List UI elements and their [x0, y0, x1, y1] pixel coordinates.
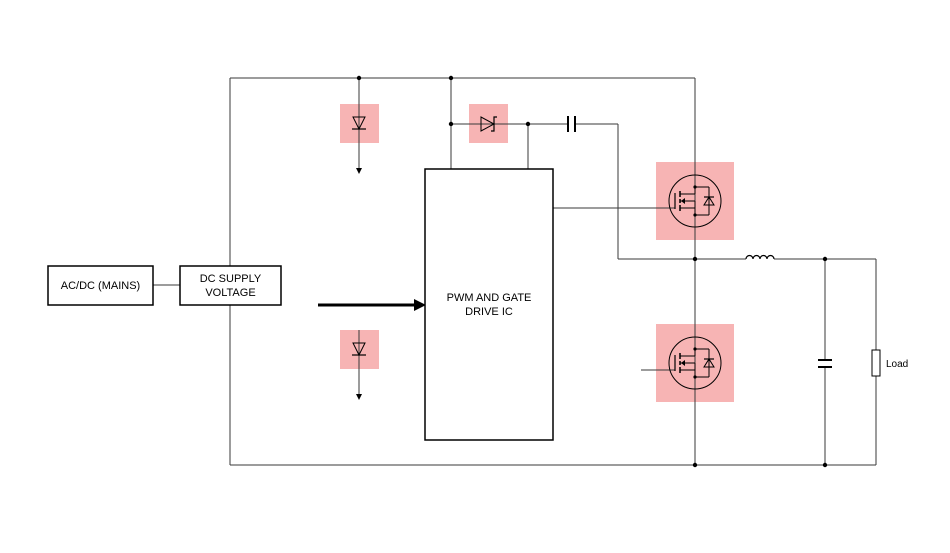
junction-dots	[356, 75, 828, 468]
pwm-ic-label-line1: PWM AND GATE	[447, 292, 532, 304]
inductor-icon	[745, 254, 775, 260]
dc-supply-label-line2: VOLTAGE	[205, 287, 255, 299]
mains-block: AC/DC (MAINS)	[47, 265, 154, 306]
mosfet-icon	[668, 174, 722, 228]
pwm-ic-block: PWM AND GATE DRIVE IC	[424, 168, 554, 441]
capacitor-icon	[567, 116, 576, 132]
schottky-diode-icon	[480, 116, 497, 132]
diode-icon	[352, 116, 366, 131]
dc-supply-label-line1: DC SUPPLY	[200, 273, 262, 285]
load-label: Load	[886, 359, 908, 370]
dc-supply-block: DC SUPPLY VOLTAGE	[179, 265, 282, 306]
wires	[153, 77, 877, 466]
load-resistor	[871, 349, 881, 377]
capacitor-icon	[818, 359, 832, 368]
pwm-ic-label-line2: DRIVE IC	[465, 306, 513, 318]
diode-icon	[352, 342, 366, 357]
mosfet-icon	[668, 336, 722, 390]
mains-label: AC/DC (MAINS)	[61, 280, 140, 292]
